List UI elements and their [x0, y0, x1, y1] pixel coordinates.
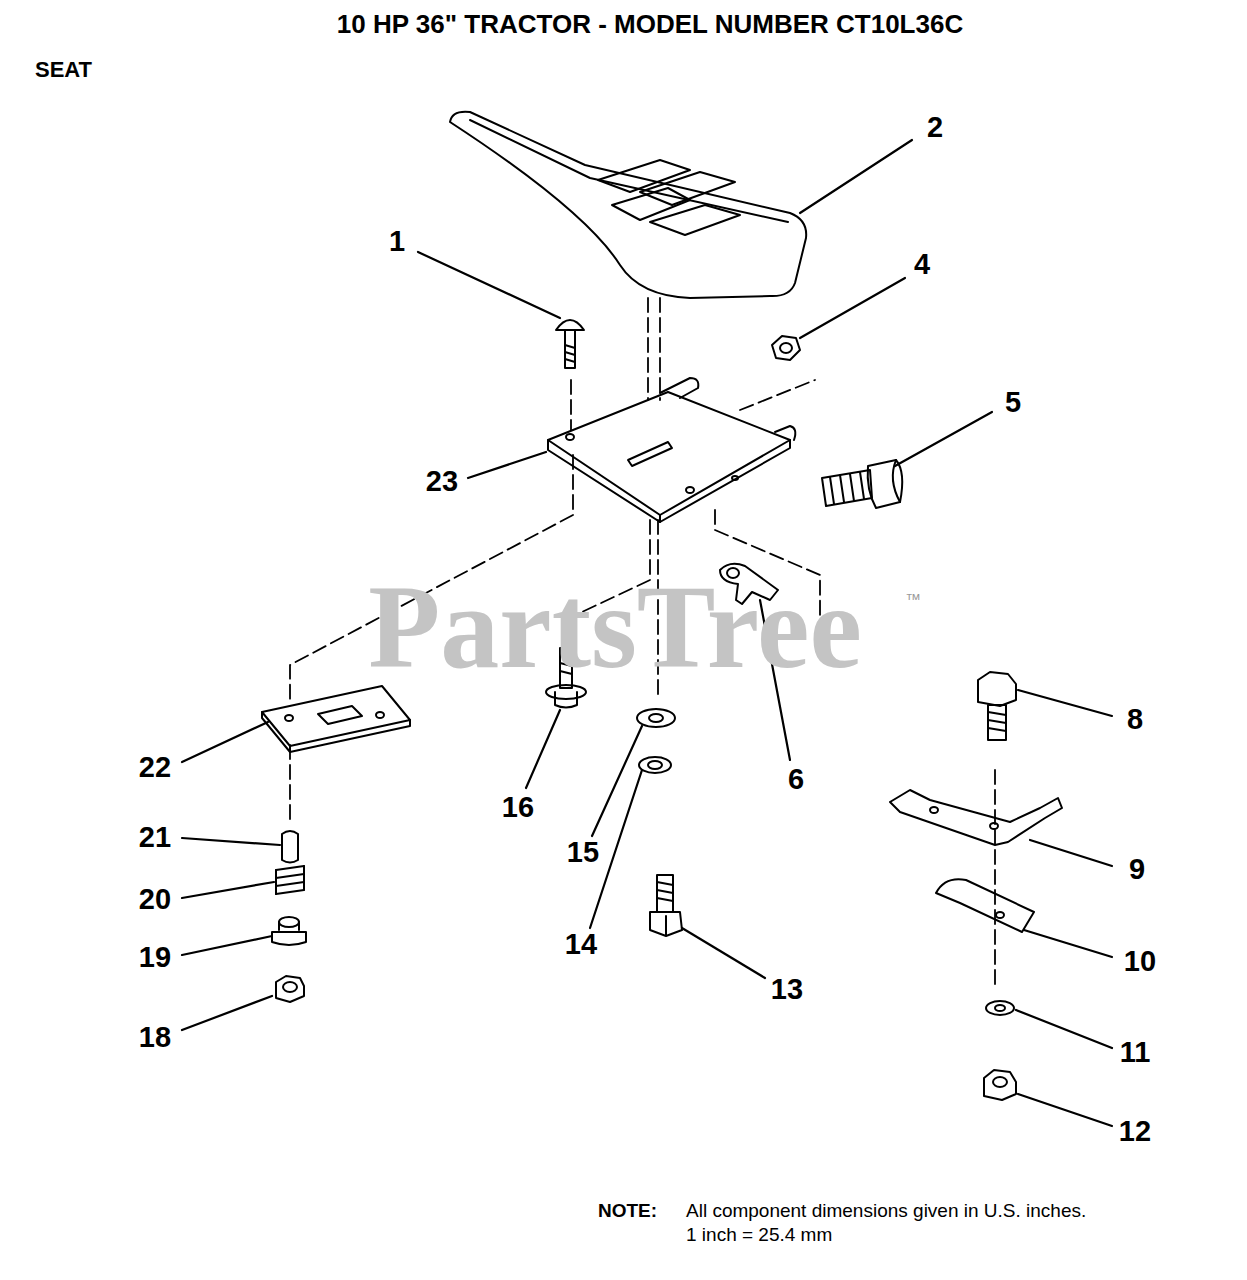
hex-nut [772, 336, 800, 360]
bushing [272, 917, 306, 945]
note-text: 1 inch = 25.4 mm [686, 1225, 832, 1246]
callout-number: 6 [788, 764, 804, 796]
flat-washer [637, 709, 675, 727]
carriage-bolt [556, 320, 584, 368]
callout-number: 22 [139, 752, 171, 784]
callout-number: 15 [567, 837, 599, 869]
callout-number: 5 [1005, 387, 1021, 419]
callout-number: 1 [389, 226, 405, 258]
page-title: 10 HP 36" TRACTOR - MODEL NUMBER CT10L36… [337, 10, 963, 39]
section-heading: SEAT [35, 58, 92, 82]
callout-number: 23 [426, 466, 458, 498]
trademark: ™ [905, 591, 921, 609]
lock-washer [639, 757, 671, 773]
hex-bolt [978, 672, 1016, 740]
callout-number: 18 [139, 1022, 171, 1054]
callout-number: 10 [1124, 946, 1156, 978]
callout-number: 12 [1119, 1116, 1151, 1148]
callout-number: 13 [771, 974, 803, 1006]
hex-bolt [650, 875, 682, 936]
flat-washer [986, 1001, 1014, 1015]
watermark: PartsTree [368, 563, 862, 693]
mount-bracket [890, 790, 1062, 845]
note-text: NOTE: [598, 1201, 657, 1222]
leader-lines [182, 140, 1112, 1126]
shoulder-bolt [822, 460, 902, 508]
callout-number: 11 [1120, 1037, 1151, 1069]
callout-number: 20 [139, 884, 171, 916]
lock-nut [984, 1070, 1016, 1100]
callout-number: 16 [502, 792, 534, 824]
callout-number: 19 [139, 942, 171, 974]
callout-number: 9 [1129, 854, 1145, 886]
seat-pan [548, 378, 795, 522]
flange-nut [276, 976, 304, 1002]
callout-number: 2 [927, 112, 943, 144]
callout-number: 21 [139, 822, 171, 854]
spring [276, 866, 304, 894]
callout-number: 8 [1127, 704, 1143, 736]
callout-number: 14 [565, 929, 597, 961]
callout-number: 4 [914, 249, 930, 281]
seat [450, 112, 806, 298]
pin [282, 831, 298, 863]
assembly-lines [290, 298, 995, 990]
note-text: All component dimensions given in U.S. i… [686, 1201, 1086, 1222]
slide-plate [262, 686, 410, 752]
seat-clip-plate [936, 879, 1034, 932]
